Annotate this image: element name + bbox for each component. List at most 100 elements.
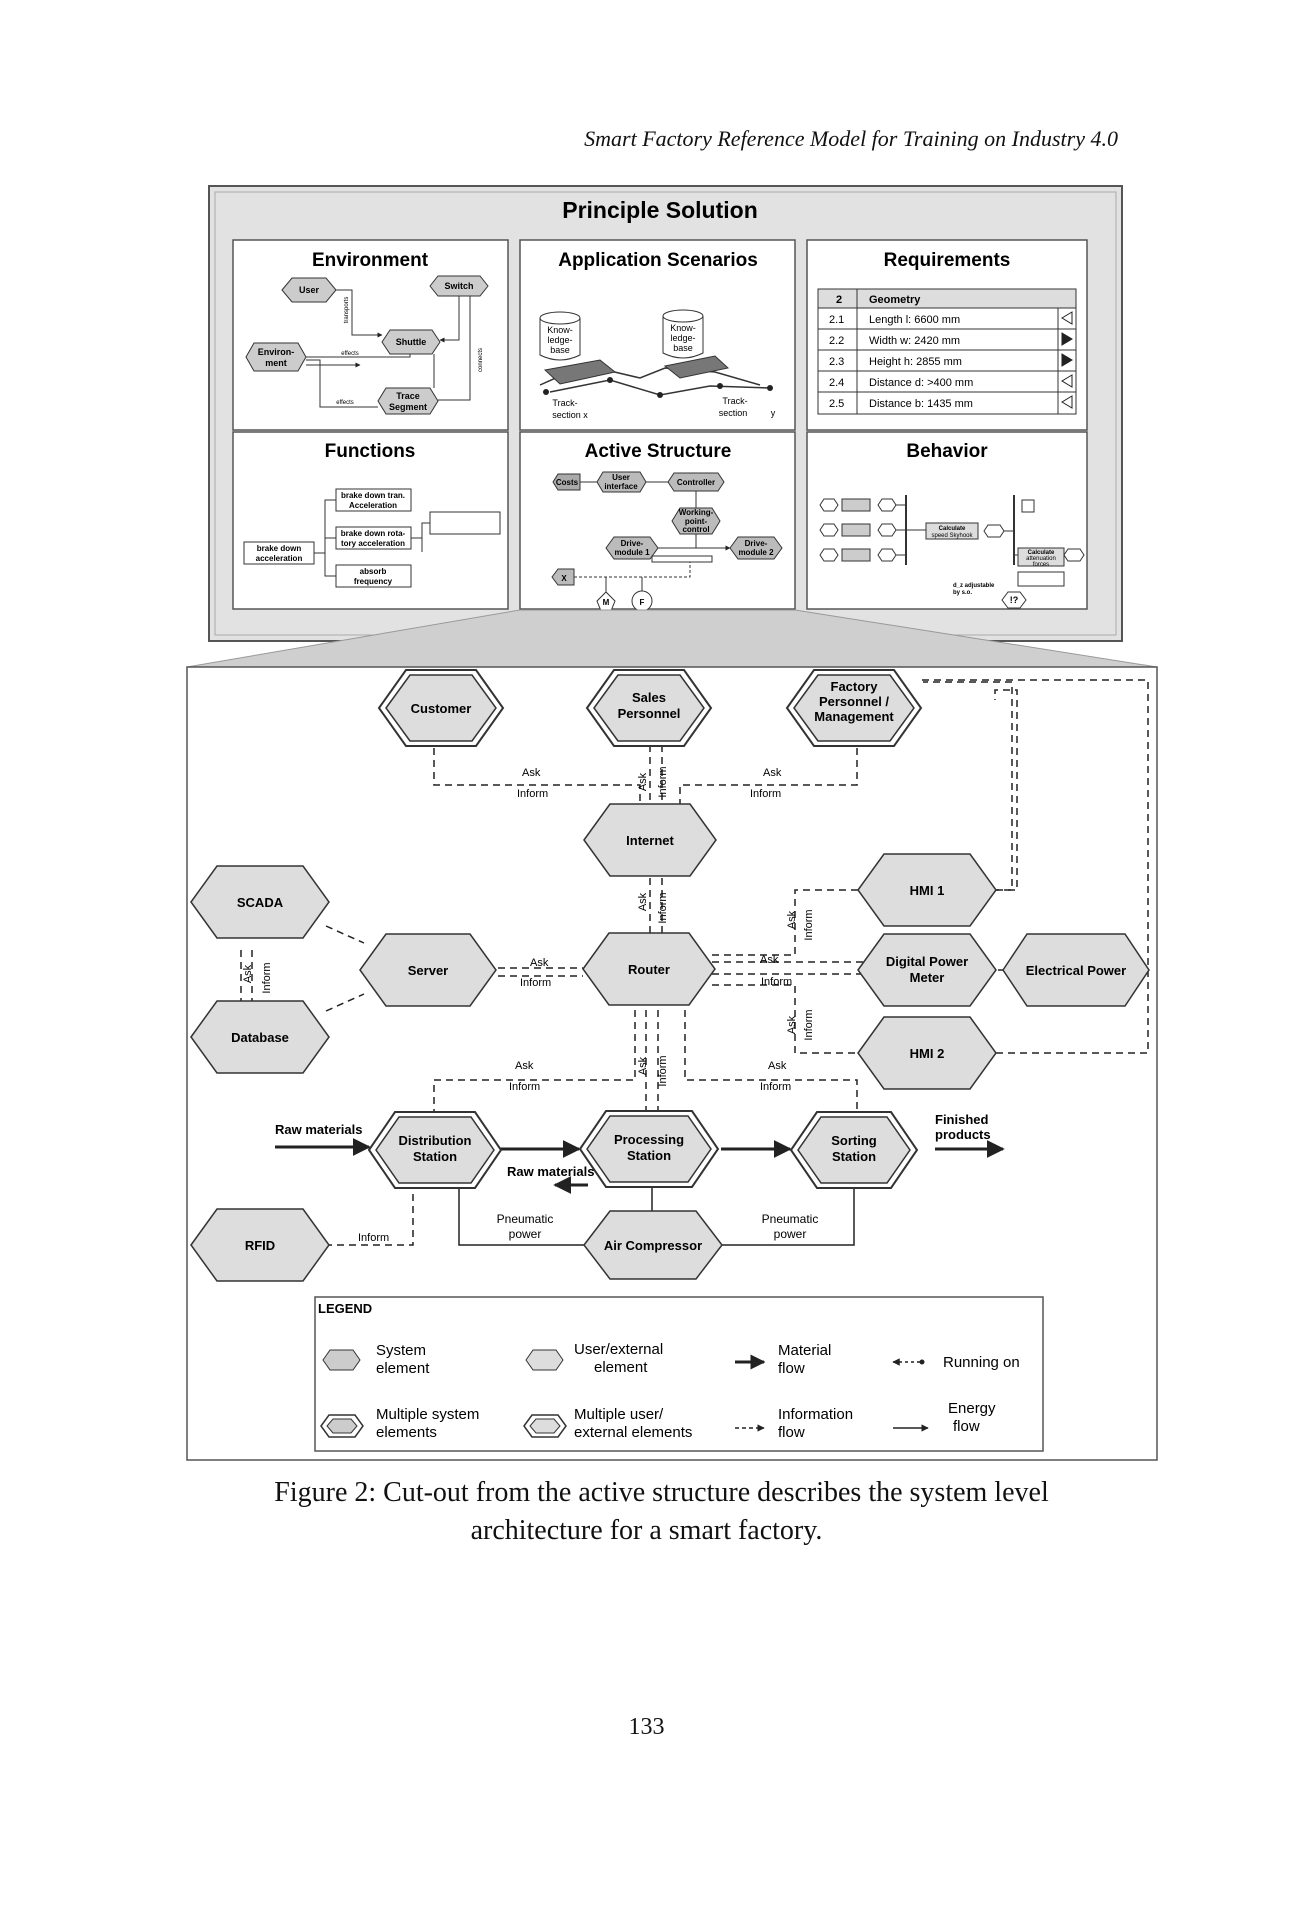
svg-text:Processing: Processing [614, 1132, 684, 1147]
svg-text:2.5: 2.5 [829, 398, 844, 410]
svg-text:Pneumatic: Pneumatic [762, 1212, 819, 1226]
svg-text:elements: elements [376, 1424, 437, 1441]
node-processing-station: Processing Station [578, 1110, 720, 1188]
svg-text:Internet: Internet [626, 833, 674, 848]
ask-inform-labels: Ask Inform Ask Inform Ask Inform Ask Inf… [242, 766, 815, 1244]
svg-text:absorb: absorb [360, 567, 387, 576]
svg-text:d_z adjustable: d_z adjustable [953, 583, 995, 589]
svg-text:Inform: Inform [358, 1232, 389, 1244]
finished-products-label-2: products [935, 1127, 991, 1142]
svg-text:Information: Information [778, 1406, 853, 1423]
svg-text:2: 2 [836, 294, 842, 306]
svg-text:frequency: frequency [354, 577, 393, 586]
running-header: Smart Factory Reference Model for Traini… [584, 126, 1118, 151]
svg-text:section: section [719, 408, 748, 418]
svg-text:Width w: 2420 mm: Width w: 2420 mm [869, 335, 960, 347]
page-number: 133 [628, 1714, 665, 1740]
raw-materials-label: Raw materials [275, 1122, 362, 1137]
requirements-table: 2 Geometry 2.1 Length l: 6600 mm 2.2 Wid… [817, 288, 1077, 415]
svg-text:tory acceleration: tory acceleration [341, 539, 405, 548]
node-scada: SCADA [190, 865, 330, 939]
svg-text:User/external: User/external [574, 1341, 663, 1358]
svg-text:flow: flow [778, 1424, 805, 1441]
svg-text:Know-: Know- [670, 323, 696, 333]
node-air-compressor: Air Compressor [583, 1210, 723, 1280]
svg-text:Inform: Inform [761, 976, 792, 988]
svg-text:User: User [299, 285, 320, 295]
svg-text:Management: Management [814, 709, 894, 724]
svg-text:Ask: Ask [763, 767, 782, 779]
svg-text:Inform: Inform [803, 909, 815, 940]
svg-text:flow: flow [953, 1418, 980, 1435]
active-structure-panel: Costs User interface Controller Working-… [551, 471, 783, 612]
svg-text:Controller: Controller [677, 478, 715, 487]
svg-text:Costs: Costs [556, 478, 579, 487]
svg-text:effects: effects [341, 351, 359, 357]
svg-text:HMI 1: HMI 1 [910, 883, 945, 898]
svg-text:SCADA: SCADA [237, 895, 284, 910]
svg-text:Station: Station [832, 1149, 876, 1164]
svg-text:ledge-: ledge- [670, 333, 695, 343]
svg-text:element: element [594, 1359, 648, 1376]
node-distribution-station: Distribution Station [367, 1111, 503, 1189]
svg-text:Station: Station [627, 1148, 671, 1163]
svg-text:ment: ment [265, 358, 287, 368]
svg-text:Calculate: Calculate [939, 526, 966, 532]
node-router: Router [582, 932, 716, 1006]
svg-text:Inform: Inform [657, 1055, 669, 1086]
svg-text:X: X [561, 574, 567, 583]
svg-text:module 2: module 2 [738, 548, 774, 557]
svg-text:Digital Power: Digital Power [886, 954, 968, 969]
finished-products-label: Finished [935, 1112, 989, 1127]
svg-text:Height h: 2855 mm: Height h: 2855 mm [869, 356, 962, 368]
svg-text:2.1: 2.1 [829, 314, 844, 326]
node-digital-power-meter: Digital Power Meter [857, 933, 997, 1007]
svg-text:System: System [376, 1342, 426, 1359]
flow-labels: Raw materials Raw materials Finished pro… [275, 1112, 991, 1179]
svg-text:Environ-: Environ- [258, 347, 295, 357]
svg-text:power: power [774, 1227, 807, 1241]
svg-text:flow: flow [778, 1360, 805, 1377]
svg-text:brake down: brake down [257, 544, 302, 553]
svg-text:F: F [640, 598, 645, 607]
svg-text:Ask: Ask [522, 767, 541, 779]
svg-text:Multiple user/: Multiple user/ [574, 1406, 664, 1423]
panel-title-behavior: Behavior [906, 441, 988, 462]
svg-text:Switch: Switch [444, 281, 473, 291]
svg-text:Acceleration: Acceleration [349, 501, 397, 510]
legend: LEGEND System element User/external elem… [314, 1296, 1044, 1452]
raw-materials-label-2: Raw materials [507, 1164, 594, 1179]
svg-text:Ask: Ask [515, 1060, 534, 1072]
svg-text:Distance d: >400 mm: Distance d: >400 mm [869, 377, 973, 389]
svg-text:Inform: Inform [760, 1081, 791, 1093]
svg-text:Ask: Ask [768, 1060, 787, 1072]
svg-text:Shuttle: Shuttle [396, 337, 427, 347]
svg-text:acceleration: acceleration [256, 554, 303, 563]
svg-text:Database: Database [231, 1030, 289, 1045]
svg-text:Know-: Know- [547, 325, 573, 335]
svg-text:Ask: Ask [242, 964, 254, 983]
functions-panel: brake down acceleration brake down tran.… [243, 488, 501, 588]
svg-text:Ask: Ask [786, 910, 798, 929]
svg-text:element: element [376, 1360, 430, 1377]
svg-text:Router: Router [628, 962, 670, 977]
svg-text:Ask: Ask [530, 957, 549, 969]
svg-text:Length l: 6600 mm: Length l: 6600 mm [869, 314, 960, 326]
svg-text:Ask: Ask [637, 772, 649, 791]
svg-text:Segment: Segment [389, 402, 427, 412]
svg-text:2.2: 2.2 [829, 335, 844, 347]
svg-text:connects: connects [478, 348, 484, 372]
svg-text:attenuation: attenuation [1026, 556, 1056, 562]
svg-text:Track-: Track- [552, 398, 577, 408]
svg-text:Drive-: Drive- [621, 539, 644, 548]
information-flows [240, 679, 1149, 1246]
node-hmi1: HMI 1 [857, 853, 997, 927]
svg-text:Pneumatic: Pneumatic [497, 1212, 554, 1226]
node-rfid: RFID [190, 1208, 330, 1282]
svg-text:Station: Station [413, 1149, 457, 1164]
svg-text:Air Compressor: Air Compressor [604, 1238, 702, 1253]
svg-text:brake down rota-: brake down rota- [341, 529, 406, 538]
svg-text:Geometry: Geometry [869, 294, 921, 306]
svg-text:Sales: Sales [632, 690, 666, 705]
svg-text:Inform: Inform [520, 977, 551, 989]
